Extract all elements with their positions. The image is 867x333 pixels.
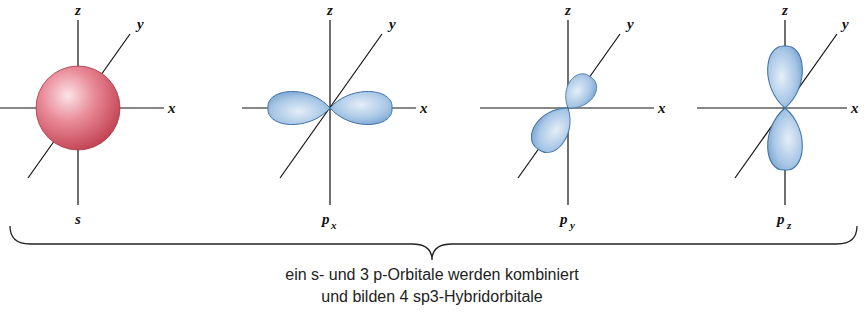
axis-label: x <box>851 101 859 116</box>
axis-label: z <box>782 3 788 18</box>
axis-label: z <box>565 3 571 18</box>
py-orbital <box>525 69 602 159</box>
axis-label: y <box>842 17 849 32</box>
s-orbital <box>36 66 120 150</box>
bracket <box>10 226 857 260</box>
orbital-label: s <box>75 212 81 227</box>
axis-label: z <box>327 3 333 18</box>
axis-label: z <box>75 3 81 18</box>
axis-label: x <box>168 101 176 116</box>
orbital-label: y <box>570 220 575 231</box>
axis-label: x <box>658 101 666 116</box>
pz-orbital <box>768 46 803 170</box>
axis-label: y <box>627 17 634 32</box>
orbital-label: p <box>560 212 568 227</box>
axes <box>0 20 847 205</box>
px-orbital <box>268 91 392 124</box>
axis-label: y <box>389 17 396 32</box>
orbital-label: p <box>777 212 785 227</box>
orbital-label: z <box>787 220 791 231</box>
orbital-label: p <box>322 212 330 227</box>
orbital-label: x <box>331 220 337 231</box>
axis-label: x <box>420 101 428 116</box>
caption: ein s- und 3 p-Orbitale werden kombinier… <box>284 264 580 308</box>
axis-label: y <box>137 17 144 32</box>
